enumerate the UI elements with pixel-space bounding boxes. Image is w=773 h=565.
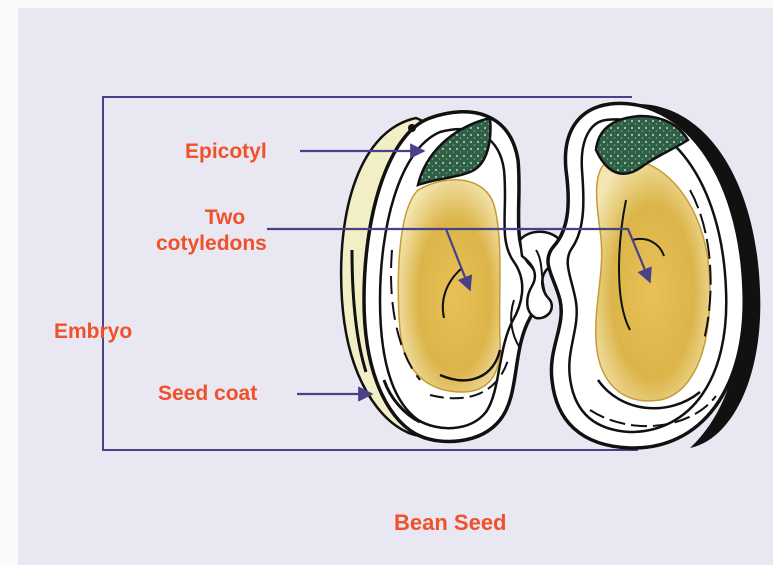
left-seed-half [341,112,540,442]
label-two: Two [197,206,253,230]
label-cotyledons: cotyledons [156,232,267,256]
label-epicotyl: Epicotyl [185,140,267,164]
caption-bean-seed: Bean Seed [394,511,507,535]
right-seed-half [548,103,760,448]
label-seed-coat: Seed coat [158,382,257,406]
label-embryo: Embryo [54,320,132,344]
